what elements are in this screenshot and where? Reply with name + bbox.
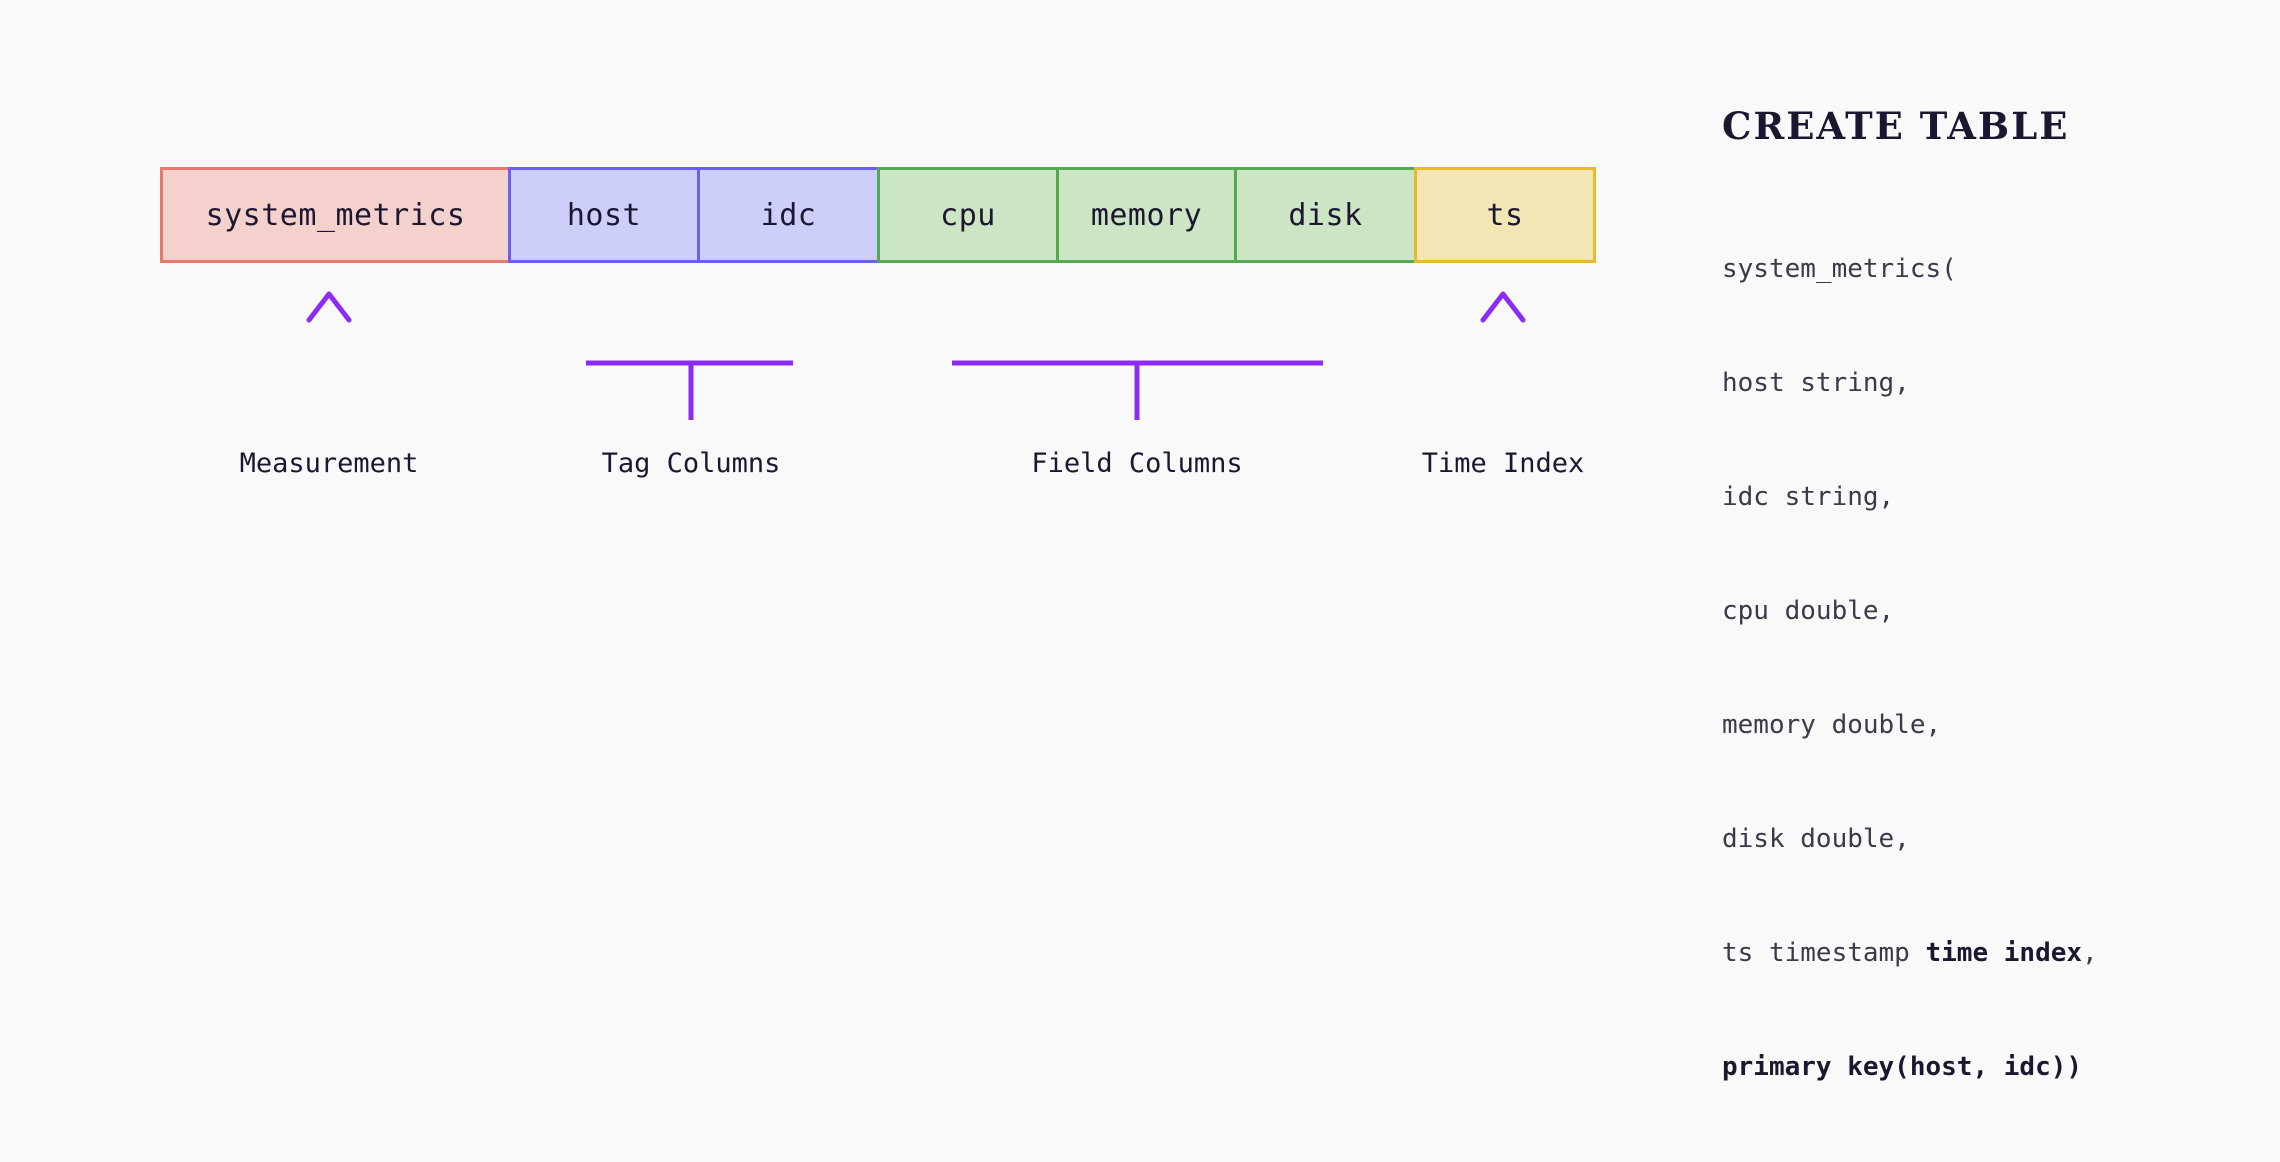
column-label: idc (760, 197, 817, 233)
column-box-disk: disk (1234, 167, 1417, 263)
sql-line-text: system_metrics( (1722, 254, 1957, 284)
time-index-arrow-icon (1480, 291, 1526, 405)
sql-line: disk double, (1722, 820, 2242, 858)
sql-line-text: memory double, (1722, 710, 1942, 740)
column-box-idc: idc (697, 167, 880, 263)
caption-field-columns: Field Columns (1031, 448, 1243, 479)
schema-strip: system_metrics host idc cpu memory disk … (160, 167, 1596, 263)
sql-line: memory double, (1722, 706, 2242, 744)
caption-tag-columns: Tag Columns (601, 448, 781, 479)
sql-line: primary key(host, idc)) (1722, 1048, 2242, 1086)
tag-columns-bracket-icon (585, 303, 794, 420)
column-label: ts (1486, 197, 1524, 233)
caption-time-index: Time Index (1421, 448, 1585, 479)
sql-line-text: disk double, (1722, 824, 1910, 854)
diagram-canvas: system_metrics host idc cpu memory disk … (160, 104, 2098, 1082)
column-box-cpu: cpu (877, 167, 1059, 263)
column-box-memory: memory (1056, 167, 1237, 263)
sql-line: idc string, (1722, 478, 2242, 516)
column-label: disk (1288, 197, 1363, 233)
sql-keyword-time-index: time index (1925, 938, 2083, 968)
column-label: system_metrics (205, 197, 466, 233)
sql-line: ts timestamp time index, (1722, 934, 2242, 972)
column-label: cpu (940, 197, 996, 233)
sql-line-text: ts timestamp (1722, 938, 1926, 968)
column-label: memory (1090, 197, 1203, 233)
sql-keyword-primary-key: primary key(host, idc)) (1722, 1052, 2083, 1082)
sql-line-text: cpu double, (1722, 596, 1895, 626)
sql-panel-title: CREATE TABLE (1722, 104, 2070, 148)
sql-line: system_metrics( (1722, 250, 2242, 288)
measurement-arrow-icon (306, 291, 352, 405)
column-box-host: host (508, 167, 700, 263)
column-box-system-metrics: system_metrics (160, 167, 511, 263)
caption-measurement: Measurement (239, 448, 419, 479)
sql-line-text: idc string, (1722, 482, 1895, 512)
sql-line: host string, (1722, 364, 2242, 402)
sql-line-tail: , (2082, 938, 2098, 968)
sql-line: cpu double, (1722, 592, 2242, 630)
column-label: host (566, 197, 642, 233)
column-box-ts: ts (1414, 167, 1596, 263)
field-columns-bracket-icon (951, 303, 1324, 420)
sql-code-block: system_metrics( host string, idc string,… (1722, 174, 2242, 1162)
sql-line-text: host string, (1722, 368, 1910, 398)
sql-panel: CREATE TABLE system_metrics( host string… (1722, 104, 2242, 1162)
